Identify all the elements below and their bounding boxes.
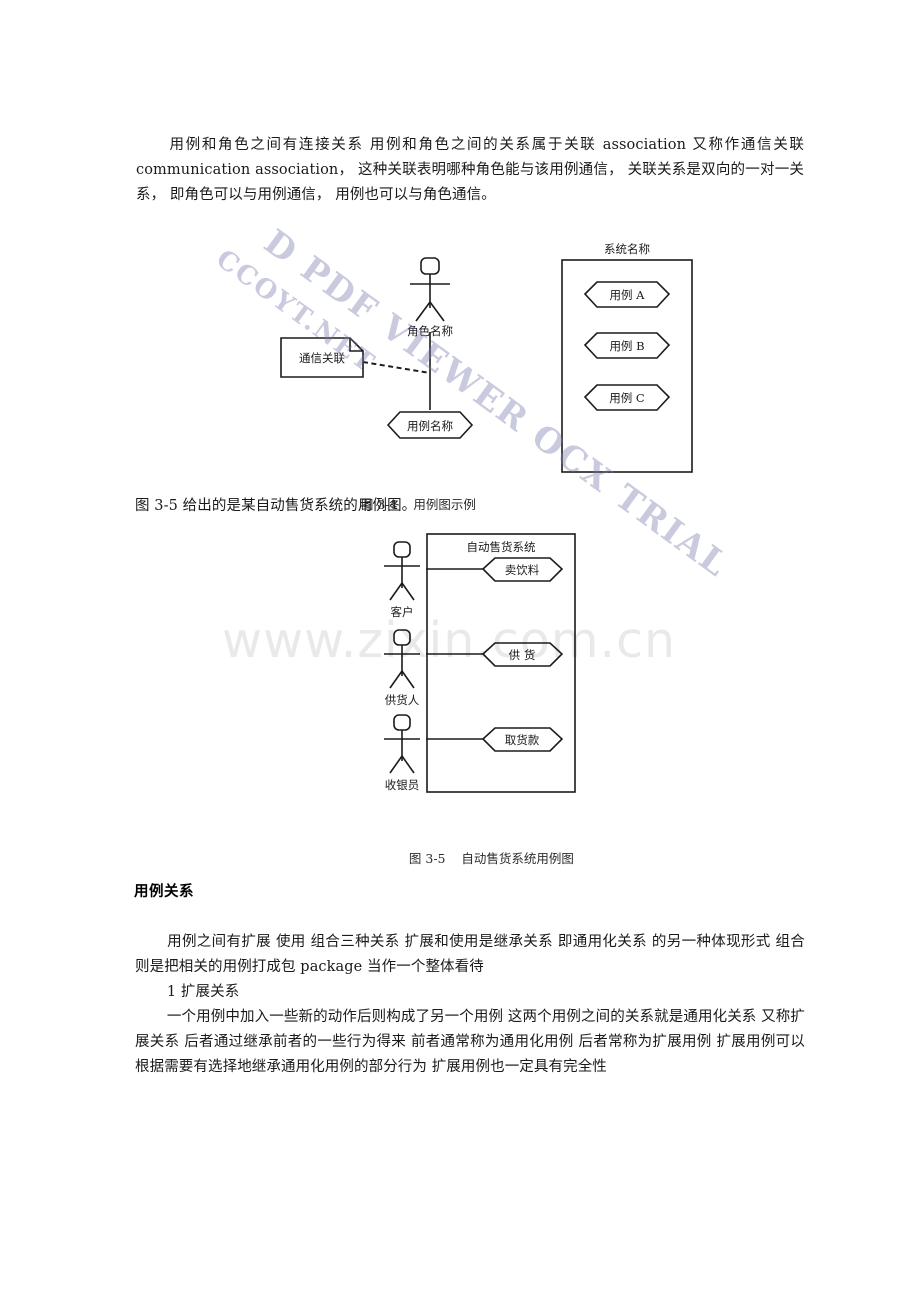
figure-3-5-canvas: 自动售货系统 卖饮料 供 货 取货款 客户 供货人 收银员 [384, 533, 576, 793]
actor-leg-left [415, 301, 431, 322]
note-anchor-line [362, 361, 431, 374]
actor-head [420, 257, 440, 275]
sentence-after-figure-3-4: 图 3-5 给出的是某自动售货系统的用例图。 [135, 495, 805, 517]
actor-label-1: 客户 [391, 605, 414, 619]
paragraph-relations: 用例之间有扩展 使用 组合三种关系 扩展和使用是继承关系 即通用化关系 的另一种… [135, 930, 805, 980]
list-item-extend-relation: 1 扩展关系 [135, 980, 805, 1005]
use-case-shape-2 [481, 642, 564, 667]
use-case-shape-3 [481, 727, 564, 752]
actor-leg-right [429, 301, 445, 322]
figure-3-4-caption: 图 3-4 用例图示例 [345, 479, 476, 528]
system-use-case-label-2: 用例 B [609, 339, 644, 353]
system-boundary [561, 259, 693, 473]
actor-3-leg-left [389, 755, 403, 774]
paragraph-intro: 用例和角色之间有连接关系 用例和角色之间的关系属于关联 association … [136, 133, 804, 208]
figure-3-4-canvas: 角色名称 通信关联 用例名称 系统名称 用例 A 用例 B 用例 C [280, 242, 693, 473]
figure-3-5: 自动售货系统 卖饮料 供 货 取货款 客户 供货人 收银员 [350, 530, 630, 820]
use-case-label-1: 卖饮料 [505, 563, 540, 577]
system-title: 系统名称 [604, 242, 650, 256]
paragraph-extend-detail: 一个用例中加入一些新的动作后则构成了另一个用例 这两个用例之间的关系就是通用化关… [135, 1005, 805, 1080]
actor-label-3: 收银员 [385, 778, 420, 792]
list-item-extend-relation-text: 1 扩展关系 [166, 984, 240, 1000]
sentence-after-figure-3-4-text: 图 3-5 给出的是某自动售货系统的用例图。 [135, 498, 417, 514]
section-heading-use-case-relations: 用例关系 [134, 880, 194, 901]
use-case-label-2: 供 货 [509, 648, 536, 662]
section-heading-text: 用例关系 [134, 884, 194, 900]
actor-1-leg-right [401, 582, 415, 601]
actor-2-head [393, 629, 411, 646]
actor-1-leg-left [389, 582, 403, 601]
system-use-case-label-3: 用例 C [609, 391, 645, 405]
figure-3-4: 角色名称 通信关联 用例名称 系统名称 用例 A 用例 B 用例 C CCOYT… [210, 222, 735, 586]
use-case-label: 用例名称 [407, 419, 453, 433]
use-case-shape [386, 411, 474, 439]
system-boundary [426, 533, 576, 793]
system-title: 自动售货系统 [467, 540, 536, 554]
actor-2-leg-right [401, 670, 415, 689]
system-use-case-label-1: 用例 A [610, 288, 646, 302]
figure-3-4-caption-text: 图 3-4 用例图示例 [360, 497, 476, 512]
note-box [280, 337, 364, 378]
note-fold [349, 338, 363, 352]
paragraph-extend-detail-text: 一个用例中加入一些新的动作后则构成了另一个用例 这两个用例之间的关系就是通用化关… [135, 1009, 805, 1075]
use-case-label-3: 取货款 [505, 733, 540, 747]
figure-3-5-caption-text: 图 3-5 自动售货系统用例图 [408, 851, 574, 866]
paragraph-relations-text: 用例之间有扩展 使用 组合三种关系 扩展和使用是继承关系 即通用化关系 的另一种… [135, 934, 805, 975]
figure-3-5-caption: 图 3-5 自动售货系统用例图 [393, 833, 574, 882]
actor-3-head [393, 714, 411, 731]
paragraph-intro-text: 用例和角色之间有连接关系 用例和角色之间的关系属于关联 association … [136, 137, 804, 203]
actor-1-head [393, 541, 411, 558]
system-use-case-3 [583, 384, 671, 411]
actor-3-leg-right [401, 755, 415, 774]
system-use-case-2 [583, 332, 671, 359]
actor-label-2: 供货人 [385, 693, 420, 707]
actor-label: 角色名称 [407, 324, 453, 338]
note-label: 通信关联 [299, 351, 345, 365]
use-case-shape-1 [481, 557, 564, 582]
actor-2-leg-left [389, 670, 403, 689]
system-use-case-1 [583, 281, 671, 308]
